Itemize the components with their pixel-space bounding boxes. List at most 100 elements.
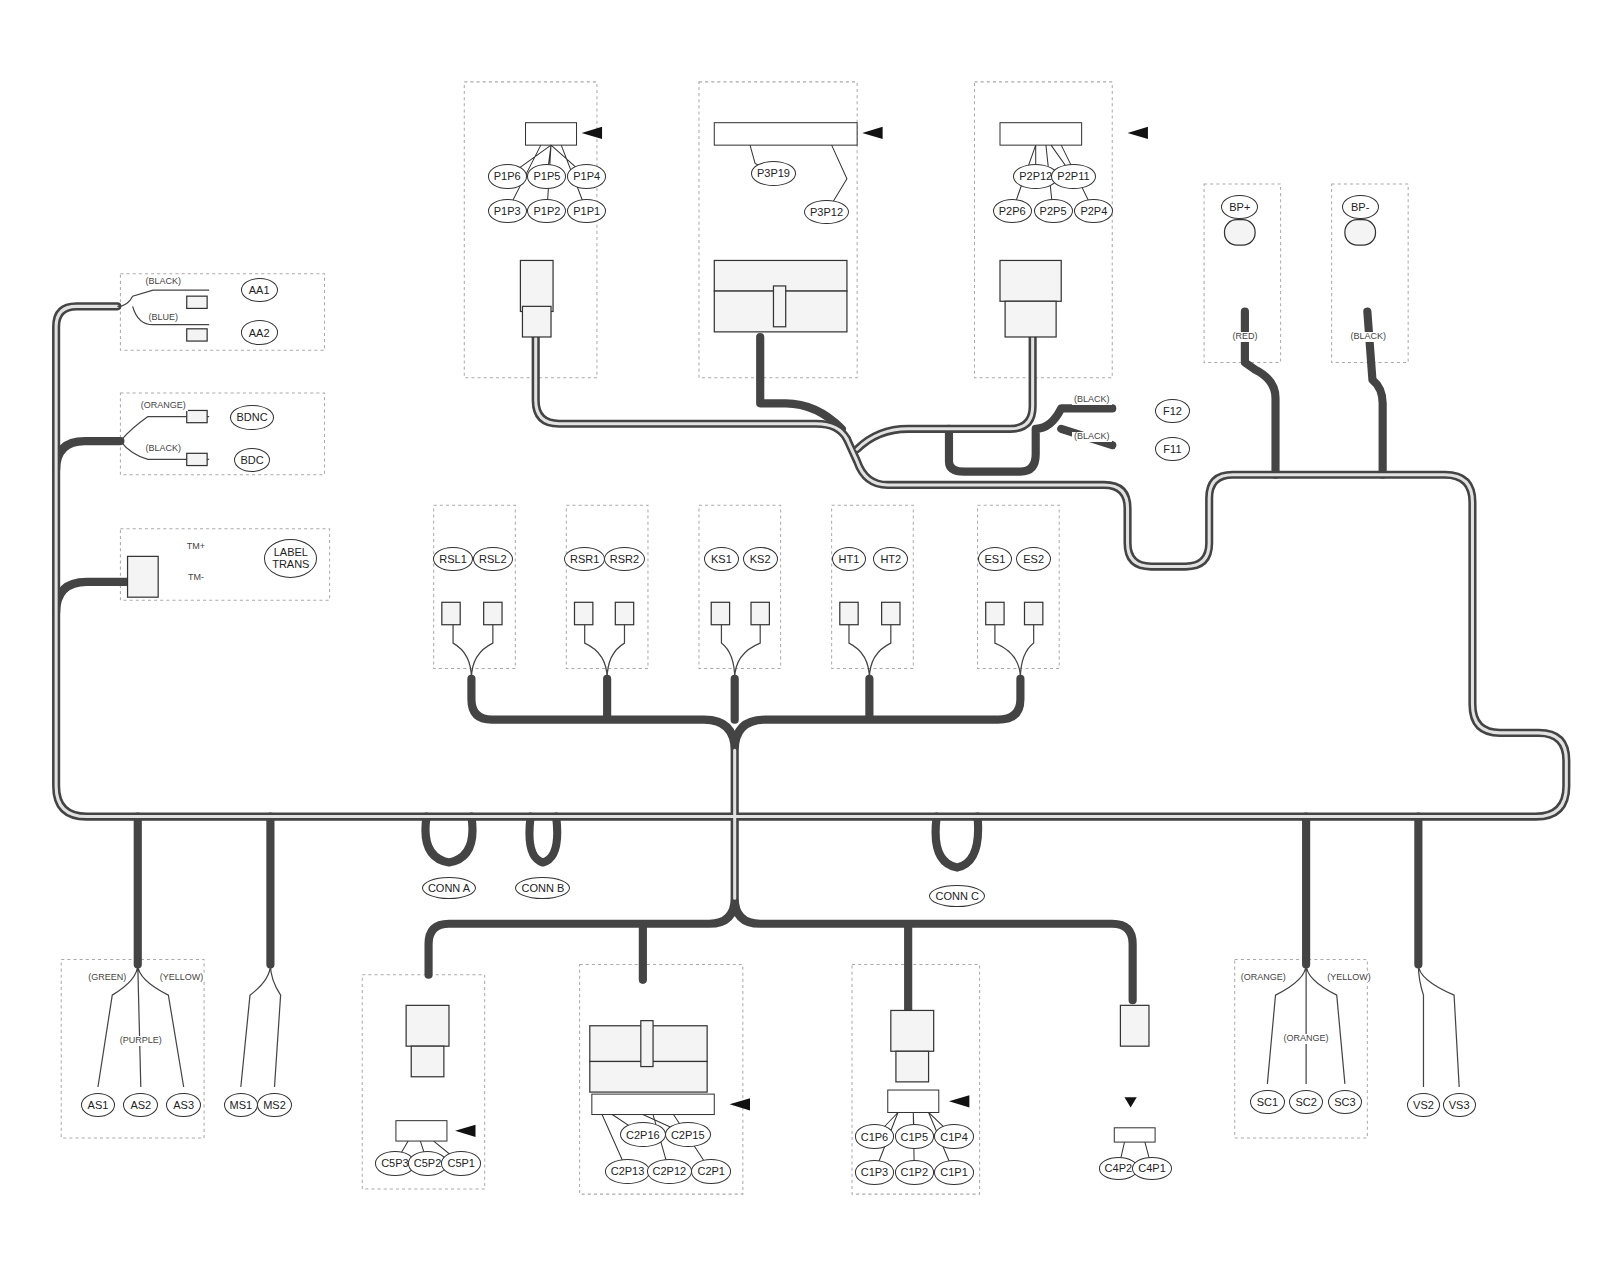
pin-name: BP-	[1351, 201, 1369, 213]
connector-oval: RSL1	[433, 547, 473, 571]
pin-name: C1P6	[861, 1131, 889, 1143]
wire-color: (GREEN)	[86, 973, 128, 983]
connector-oval: VS3	[1443, 1093, 1476, 1117]
connector-oval: P3P12	[804, 200, 849, 224]
wire-color: (BLACK)	[1072, 432, 1112, 442]
pin-name: P2P11	[1057, 170, 1089, 182]
connector-oval: C2P1	[691, 1159, 731, 1183]
connector-oval: SC2	[1289, 1090, 1324, 1114]
pin-name: MS1	[230, 1099, 253, 1111]
pin-name: F11	[1163, 443, 1181, 455]
connector-oval: C1P3	[855, 1160, 895, 1184]
pin-name: RSR1	[570, 553, 599, 565]
connector-oval: SC3	[1328, 1090, 1363, 1114]
connector-oval: RSR2	[604, 547, 645, 571]
pin-name: P1P5	[533, 170, 560, 182]
pin-name: C2P15	[671, 1129, 705, 1141]
pin-name: SC3	[1334, 1096, 1355, 1108]
connector-oval: F12	[1155, 399, 1190, 423]
connector-oval: BP-	[1342, 195, 1379, 219]
connector-oval: CONN C	[929, 885, 984, 907]
connector-oval: C1P1	[934, 1160, 974, 1184]
connector-oval: AA1	[241, 278, 278, 302]
connector-oval: C1P4	[934, 1124, 974, 1148]
connector-oval: LABEL TRANS	[264, 539, 317, 578]
pin-name: MS2	[263, 1099, 286, 1111]
wire-color: TM+	[185, 542, 207, 552]
connector-oval: P1P5	[527, 164, 566, 188]
connector-oval: ES1	[978, 547, 1013, 571]
pin-name: P1P2	[533, 205, 560, 217]
pin-name: P1P3	[494, 205, 521, 217]
connector-oval: P2P6	[993, 199, 1032, 223]
pin-name: P1P1	[573, 205, 600, 217]
connector-oval: SC1	[1250, 1090, 1285, 1114]
leader-line	[395, 145, 1152, 1173]
pin-name: C2P12	[653, 1165, 687, 1177]
wire-color: (YELLOW)	[1325, 973, 1373, 983]
connector-oval: P1P2	[527, 199, 566, 223]
connector-oval: P1P6	[488, 164, 527, 188]
wire-color: (BLACK)	[1349, 332, 1389, 342]
wire-color: (BLACK)	[1072, 395, 1112, 405]
connector-housing	[128, 220, 1376, 1092]
pin-name: C2P13	[611, 1165, 645, 1177]
pin-name: VS3	[1449, 1099, 1470, 1111]
pin-name: AA2	[249, 327, 270, 339]
connector-oval: AS3	[166, 1093, 201, 1117]
connector-oval: P2P4	[1074, 199, 1113, 223]
pin-name: P3P12	[810, 206, 843, 218]
wire-color: (ORANGE)	[139, 401, 188, 411]
connector-oval: P2P11	[1051, 164, 1095, 188]
pin-name: CONN B	[521, 882, 564, 894]
pin-name: C1P4	[940, 1131, 968, 1143]
connector-oval: P1P4	[567, 164, 606, 188]
pin-name: RSR2	[610, 553, 639, 565]
pin-name: ES2	[1023, 553, 1044, 565]
connector-oval: C1P6	[855, 1124, 895, 1148]
connector-oval: BP+	[1221, 195, 1258, 219]
pin-name: CONN C	[935, 890, 978, 902]
pin-name: C4P2	[1105, 1162, 1133, 1174]
pin-name: C4P1	[1138, 1162, 1166, 1174]
wire-color: (PURPLE)	[118, 1036, 164, 1046]
pin-name: P2P4	[1080, 205, 1107, 217]
wire-color: (ORANGE)	[1239, 973, 1288, 983]
pin-name: P2P5	[1040, 205, 1067, 217]
connector-oval: RSL2	[473, 547, 513, 571]
pin-name: P1P4	[573, 170, 600, 182]
pin-name: AS3	[173, 1099, 194, 1111]
pin-name: AA1	[249, 284, 270, 296]
view-arrow	[455, 127, 1148, 1137]
connector-oval: RSR1	[564, 547, 605, 571]
pin-name: P3P19	[757, 167, 790, 179]
pin-name: C5P1	[447, 1157, 475, 1169]
pin-name: SC2	[1295, 1096, 1316, 1108]
connector-oval: C2P15	[665, 1122, 711, 1146]
pin-name: P2P12	[1019, 170, 1052, 182]
group-frame	[61, 82, 1408, 1194]
connector-oval: P2P5	[1034, 199, 1073, 223]
connector-oval: AS1	[81, 1093, 116, 1117]
pin-name: C1P2	[901, 1166, 929, 1178]
connector-oval: MS1	[224, 1093, 259, 1117]
wire-trunk	[56, 306, 1566, 1010]
connector-oval: C1P2	[895, 1160, 935, 1184]
connector-oval: BDNC	[230, 405, 273, 429]
connector-oval: HT2	[873, 547, 908, 571]
wire-color: (ORANGE)	[1282, 1034, 1331, 1044]
pin-name: KS2	[750, 553, 771, 565]
connector-oval: HT1	[832, 547, 867, 571]
pin-name: RSL2	[479, 553, 507, 565]
pin-name: BDC	[240, 454, 263, 466]
connector-oval: P1P3	[488, 199, 527, 223]
connector-oval: F11	[1155, 437, 1190, 461]
wire-color: (RED)	[1230, 332, 1259, 342]
connector-oval: C2P16	[620, 1122, 666, 1146]
connector-oval: P1P1	[567, 199, 606, 223]
pin-name: C1P5	[901, 1131, 929, 1143]
connector-oval: C4P1	[1132, 1157, 1172, 1179]
pin-face	[396, 123, 1155, 1142]
